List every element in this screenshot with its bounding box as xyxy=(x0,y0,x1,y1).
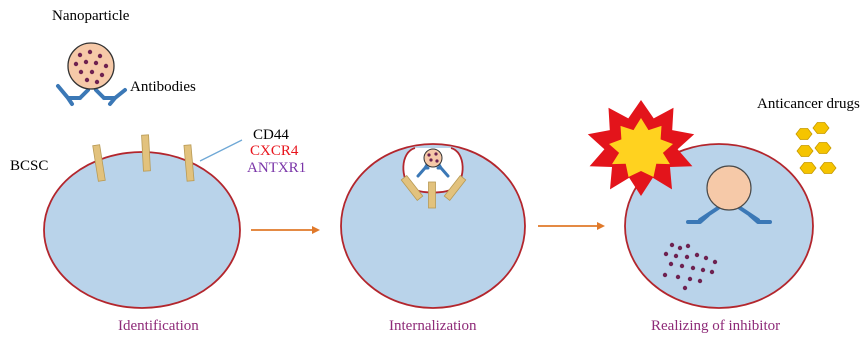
antibody-right xyxy=(96,90,125,104)
receptor xyxy=(142,135,151,171)
receptor-label-antxr1: ANTXR1 xyxy=(247,161,306,176)
nanoparticle-icon xyxy=(424,149,442,167)
antibody-left xyxy=(58,86,88,104)
step-label-internalization: Internalization xyxy=(389,319,476,334)
receptor-label-cd44: CD44 xyxy=(253,128,289,143)
bcsc-label: BCSC xyxy=(10,159,48,174)
cell-internalization xyxy=(341,144,525,308)
legend-nanoparticle xyxy=(58,43,125,104)
nanoparticle-label: Nanoparticle xyxy=(52,9,129,24)
bcsc-cell xyxy=(44,152,240,308)
anticancer-drugs-label: Anticancer drugs xyxy=(757,97,860,112)
step-label-release: Realizing of inhibitor xyxy=(651,319,780,334)
receptor xyxy=(429,182,436,208)
step-label-identification: Identification xyxy=(118,319,199,334)
anticancer-drug-icons xyxy=(796,123,836,174)
receptor-label-cxcr4: CXCR4 xyxy=(250,144,298,159)
antibodies-label: Antibodies xyxy=(130,80,196,95)
receptor-pointer-line xyxy=(200,140,242,161)
cell-identification xyxy=(44,135,242,308)
empty-nanoparticle xyxy=(707,166,751,210)
